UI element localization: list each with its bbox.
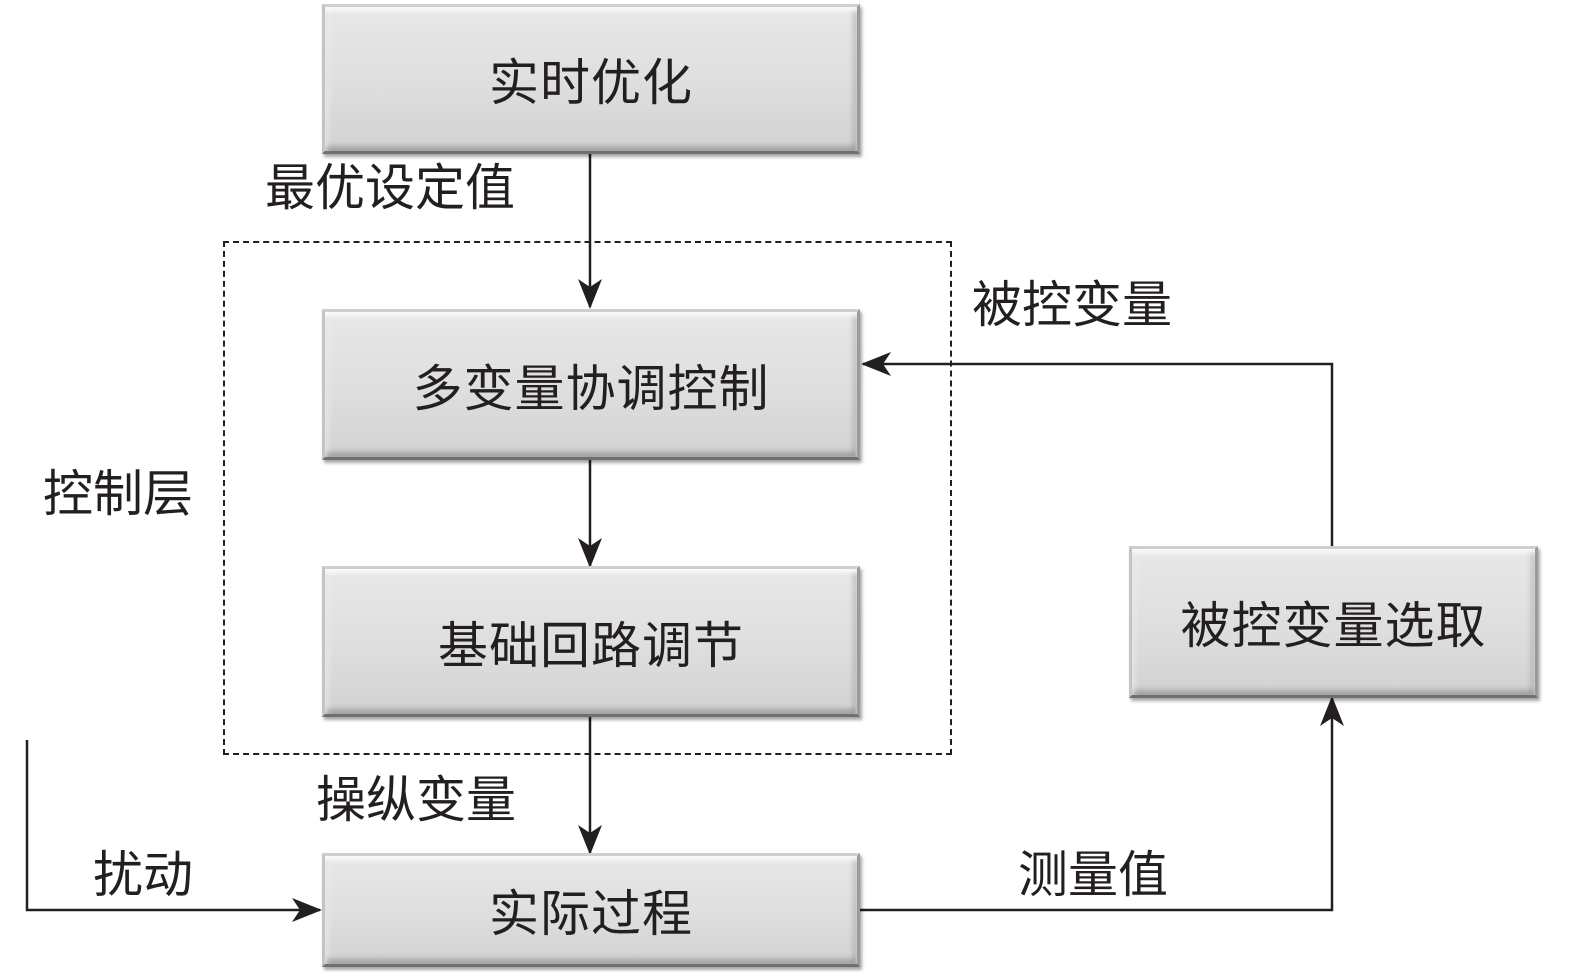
control-layer-label: 控制层 [43,465,193,523]
controlled-variable-label: 被控变量 [972,276,1172,334]
cv-select-block: 被控变量选取 [1129,546,1538,698]
arrow-process-to-cv-select [860,696,1344,912]
manipulated-variable-label: 操纵变量 [316,771,516,829]
process-block: 实际过程 [322,853,860,967]
disturbance-label: 扰动 [93,846,193,904]
rto-block: 实时优化 [322,4,860,154]
mpc-block: 多变量协调控制 [322,309,860,460]
mpc-block-label: 多变量协调控制 [412,359,770,418]
arrow-cv-select-to-mpc [861,352,1334,548]
process-block-label: 实际过程 [489,885,693,943]
cv-select-block-label: 被控变量选取 [1180,597,1487,655]
basic-loop-block-label: 基础回路调节 [438,616,744,675]
control-layer-boundary [223,241,952,755]
arrow-disturbance-to-process [25,740,322,922]
rto-block-label: 实时优化 [489,54,693,112]
optimal-setpoint-label: 最优设定值 [265,159,515,217]
basic-loop-block: 基础回路调节 [322,566,860,717]
measured-value-label: 测量值 [1018,846,1168,904]
